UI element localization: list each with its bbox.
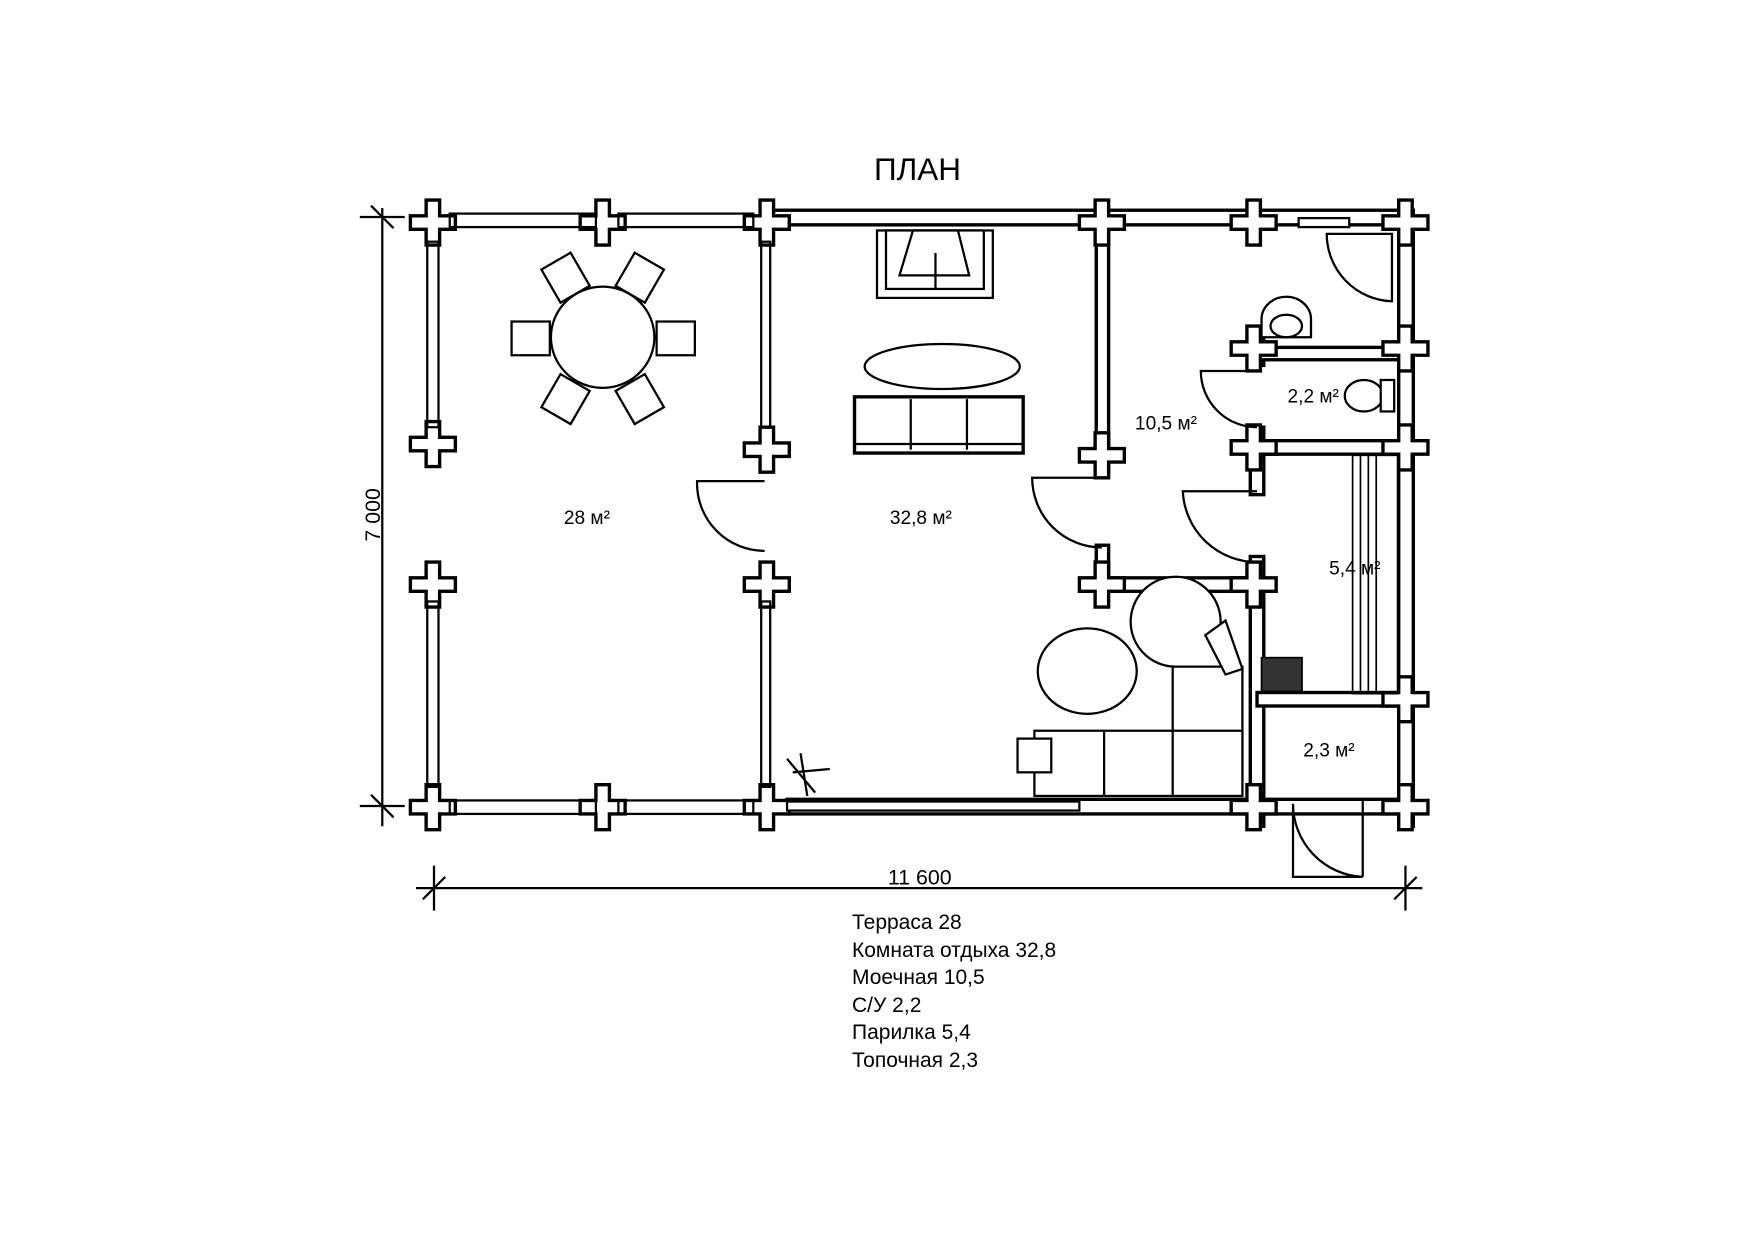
wall [1397,208,1416,828]
legend-item: Моечная 10,5 [852,966,985,989]
bathroom-fixtures [1260,216,1396,413]
dining-set [510,251,696,426]
log-post [1381,423,1430,472]
log-post [1381,783,1430,832]
log-post [578,198,627,247]
log-post [742,783,791,832]
log-post [1381,675,1430,724]
legend-item: Терраса 28 [852,911,962,934]
lounge-furniture [852,342,1244,798]
doors [695,369,1364,879]
washroom-area: 10,5 м² [1135,413,1197,434]
log-posts [408,198,1430,832]
log-post [408,783,458,832]
log-post [408,419,458,469]
log-post [1229,560,1278,609]
entrance-mark [785,753,1081,812]
log-post [1381,324,1430,373]
legend-item: Парилка 5,4 [852,1021,971,1044]
steam-room-area: 5,4 м² [1329,558,1380,579]
fireplace [875,229,994,300]
log-post [1229,324,1278,373]
log-post [1077,431,1127,480]
log-post [1229,198,1278,247]
area-legend: Терраса 28 Комната отдыха 32,8 Моечная 1… [852,909,1056,1074]
log-post [1077,560,1127,609]
sauna-benches [1260,454,1399,695]
terrace-railings [426,212,772,816]
legend-item: Комната отдыха 32,8 [852,938,1057,962]
dimension-lines [359,204,1423,911]
log-post [1229,783,1278,832]
lounge-area: 32,8 м² [890,508,952,529]
log-post [742,425,791,474]
legend-item: С/У 2,2 [852,993,922,1017]
log-post [1381,198,1430,247]
boiler-room-area: 2,3 м² [1303,741,1354,762]
wc-area: 2,2 м² [1288,386,1339,407]
log-post [1077,198,1127,247]
width-dimension: 11 600 [888,866,952,890]
log-post [742,560,791,609]
legend-item: Топочная 2,3 [852,1048,979,1072]
log-post [742,198,791,247]
height-dimension: 7 000 [361,488,385,542]
plan-title: ПЛАН [874,152,961,187]
terrace-area: 28 м² [564,508,610,529]
log-post [1229,423,1278,472]
